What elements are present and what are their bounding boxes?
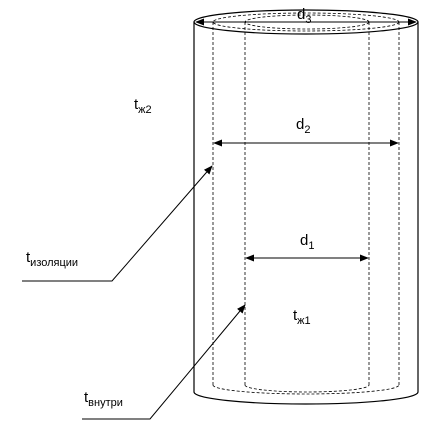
label-t-zh1: tж1 [293,307,311,327]
inner-bottom-arc [244,384,370,393]
inner-boundary [244,14,370,393]
label-d2: d2 [296,116,310,136]
label-d3: d3 [297,6,311,26]
label-t-izolyatsii: tизоляции [26,249,78,269]
outer-cylinder [193,9,419,405]
label-t-zh2: tж2 [134,96,152,116]
outer-bottom-arc [193,391,419,405]
insulation-boundary [212,12,400,395]
insulation-bottom-arc [212,384,400,395]
inner-leader-line [82,304,246,420]
label-t-vnutri: tвнутри [84,389,123,409]
insulation-leader-line [22,165,213,282]
label-d1: d1 [300,232,314,252]
